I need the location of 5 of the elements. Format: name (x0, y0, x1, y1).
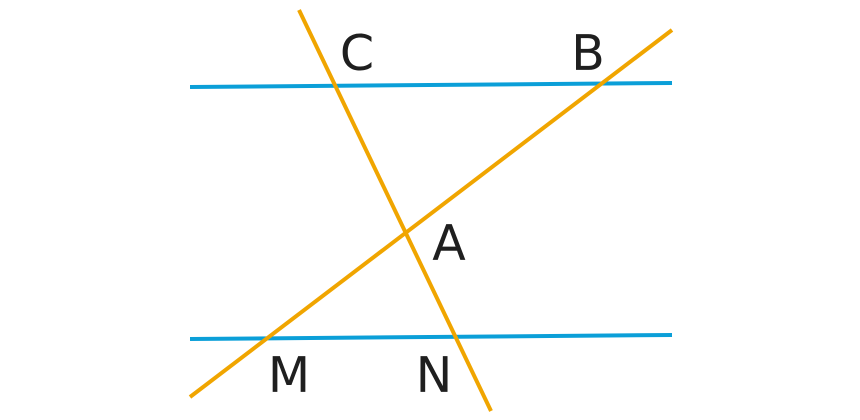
point-label: N (420, 356, 448, 392)
point-label: B (576, 34, 602, 70)
point-label: M (272, 356, 306, 392)
point-label: A (432, 224, 466, 260)
point-label: C (342, 33, 372, 71)
